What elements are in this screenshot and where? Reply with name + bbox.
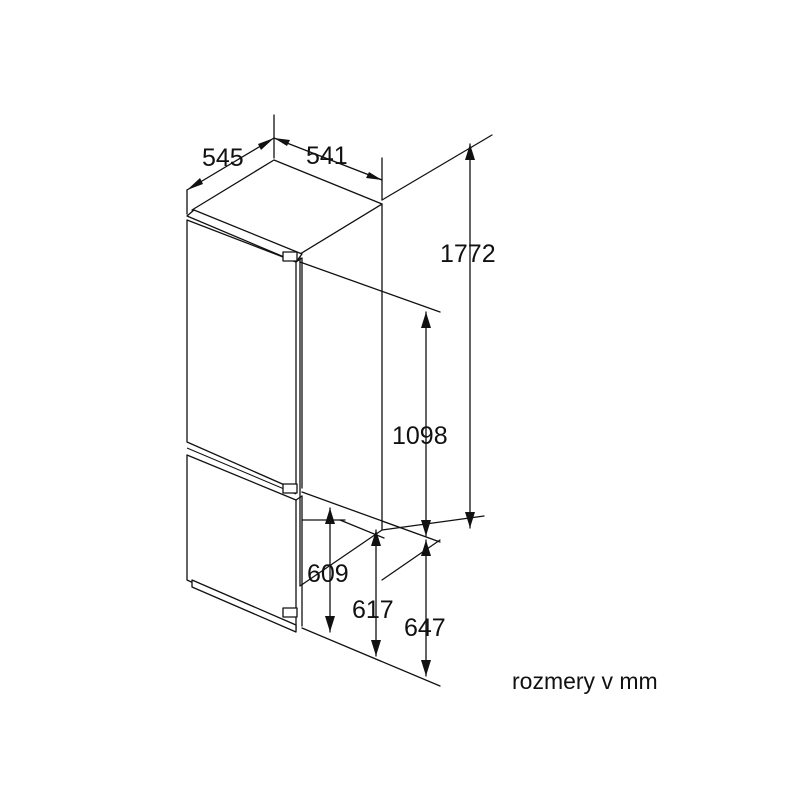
cabinet-front-lip — [186, 209, 303, 263]
lower-section-arrow-bottom — [371, 640, 381, 656]
lower-section-arrow-top — [371, 530, 381, 546]
niche-ext-line — [381, 539, 441, 581]
middle-ext-line — [301, 491, 441, 543]
top-ext-line — [381, 134, 493, 201]
niche-height-arrow-bottom — [421, 660, 431, 676]
depth-label: 545 — [202, 144, 244, 172]
upper-ext-line — [299, 261, 441, 313]
total-height-label: 1772 — [440, 240, 496, 268]
lower-section-ext — [339, 519, 385, 539]
niche-height-label: 647 — [404, 614, 446, 642]
depth-arrow-left — [187, 178, 203, 190]
lower-door-label: 609 — [307, 560, 349, 588]
dimension-labels: 545 541 1772 1098 609 617 647 — [202, 142, 496, 642]
width-arrow-right — [366, 172, 382, 180]
niche-height-arrow-top — [421, 540, 431, 556]
width-dim-line — [273, 137, 383, 181]
units-note: rozmery v mm — [512, 668, 658, 694]
total-height-arrow-bottom — [465, 512, 475, 528]
middle-hinge — [282, 483, 298, 494]
upper-door — [186, 219, 297, 491]
lower-section-label: 617 — [352, 596, 394, 624]
lower-door-edge — [295, 495, 303, 501]
cabinet-plinth — [191, 579, 297, 633]
height-dimension-lines — [299, 134, 493, 687]
depth-arrow-right — [258, 138, 274, 150]
width-label: 541 — [306, 142, 348, 170]
appliance-cabinet — [186, 159, 383, 633]
upper-height-arrow-bottom — [421, 520, 431, 536]
door-gap-line — [186, 447, 297, 495]
upper-height-arrow-top — [421, 312, 431, 328]
upper-hinge — [282, 251, 298, 262]
cabinet-side-face — [299, 203, 383, 587]
upper-height-label: 1098 — [392, 422, 448, 450]
lower-hinge — [282, 607, 298, 618]
lower-door-arrow-top — [325, 508, 335, 524]
total-height-arrow-top — [465, 144, 475, 160]
floor-ext-line — [301, 627, 441, 687]
width-arrow-left — [274, 138, 290, 146]
lower-door-arrow-bottom — [325, 616, 335, 632]
top-dimension-lines — [186, 114, 383, 215]
